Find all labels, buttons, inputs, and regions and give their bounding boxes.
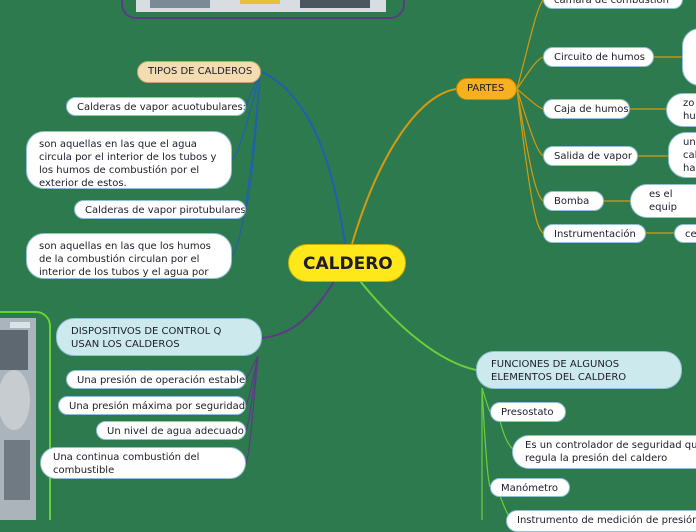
parte-salida-vapor[interactable]: Salida de vapor <box>543 146 638 166</box>
dispositivo-item-nivel-agua[interactable]: Un nivel de agua adecuado <box>96 421 246 440</box>
parte-caja-humos[interactable]: Caja de humos <box>543 99 630 119</box>
parte-salida-vapor-detail[interactable]: una cal hac <box>668 132 696 178</box>
connector-dispositivos <box>261 279 336 339</box>
parte-circuito-humos-detail[interactable] <box>682 28 696 86</box>
central-topic[interactable]: CALDERO <box>288 244 406 282</box>
parte-instrumentacion-detail[interactable]: ce <box>674 224 696 243</box>
parte-camara-combustion[interactable]: cámara de combustión <box>543 0 683 9</box>
dispositivos-de-control-node[interactable]: DISPOSITIVOS DE CONTROL Q USAN LOS CALDE… <box>56 318 262 356</box>
parte-bomba-detail[interactable]: es el equip agua en es <box>630 184 696 218</box>
funcion-manometro-detail[interactable]: Instrumento de medición de presión <box>506 510 696 532</box>
funcion-presostato-detail[interactable]: Es un controlador de seguridad que regul… <box>512 435 696 469</box>
left-photo <box>0 311 51 520</box>
funcion-manometro[interactable]: Manómetro <box>490 478 570 497</box>
connector-partes <box>351 88 457 245</box>
parte-circuito-humos[interactable]: Circuito de humos <box>543 47 654 67</box>
funcion-presostato[interactable]: Presostato <box>490 402 566 422</box>
top-photo <box>121 0 405 19</box>
tipos-item-pirotubulares-desc[interactable]: son aquellas en las que los humos de la … <box>26 233 232 279</box>
dispositivo-item-combustion[interactable]: Una continua combustión del combustible <box>40 447 246 479</box>
tipos-item-pirotubulares[interactable]: Calderas de vapor pirotubulares <box>74 200 246 219</box>
tipos-de-calderos-node[interactable]: TIPOS DE CALDEROS <box>137 61 261 83</box>
parte-instrumentacion[interactable]: Instrumentación <box>543 224 646 243</box>
connector-funciones <box>359 280 477 371</box>
funciones-elementos-node[interactable]: FUNCIONES DE ALGUNOS ELEMENTOS DEL CALDE… <box>476 351 682 389</box>
tipos-item-acuotubulares-desc[interactable]: son aquellas en las que el agua circula … <box>26 131 232 189</box>
dispositivo-item-presion-estable[interactable]: Una presión de operación estable <box>66 370 246 389</box>
mind-map-connectors <box>0 0 684 520</box>
partes-node[interactable]: PARTES <box>456 78 517 100</box>
dispositivo-item-presion-maxima[interactable]: Una presión máxima por seguridad <box>58 396 246 415</box>
parte-bomba[interactable]: Bomba <box>543 191 604 211</box>
tipos-item-acuotubulares[interactable]: Calderas de vapor acuotubulares: <box>66 97 246 116</box>
parte-caja-humos-detail[interactable]: zo hu <box>666 93 696 127</box>
connector-tipos <box>261 71 346 245</box>
